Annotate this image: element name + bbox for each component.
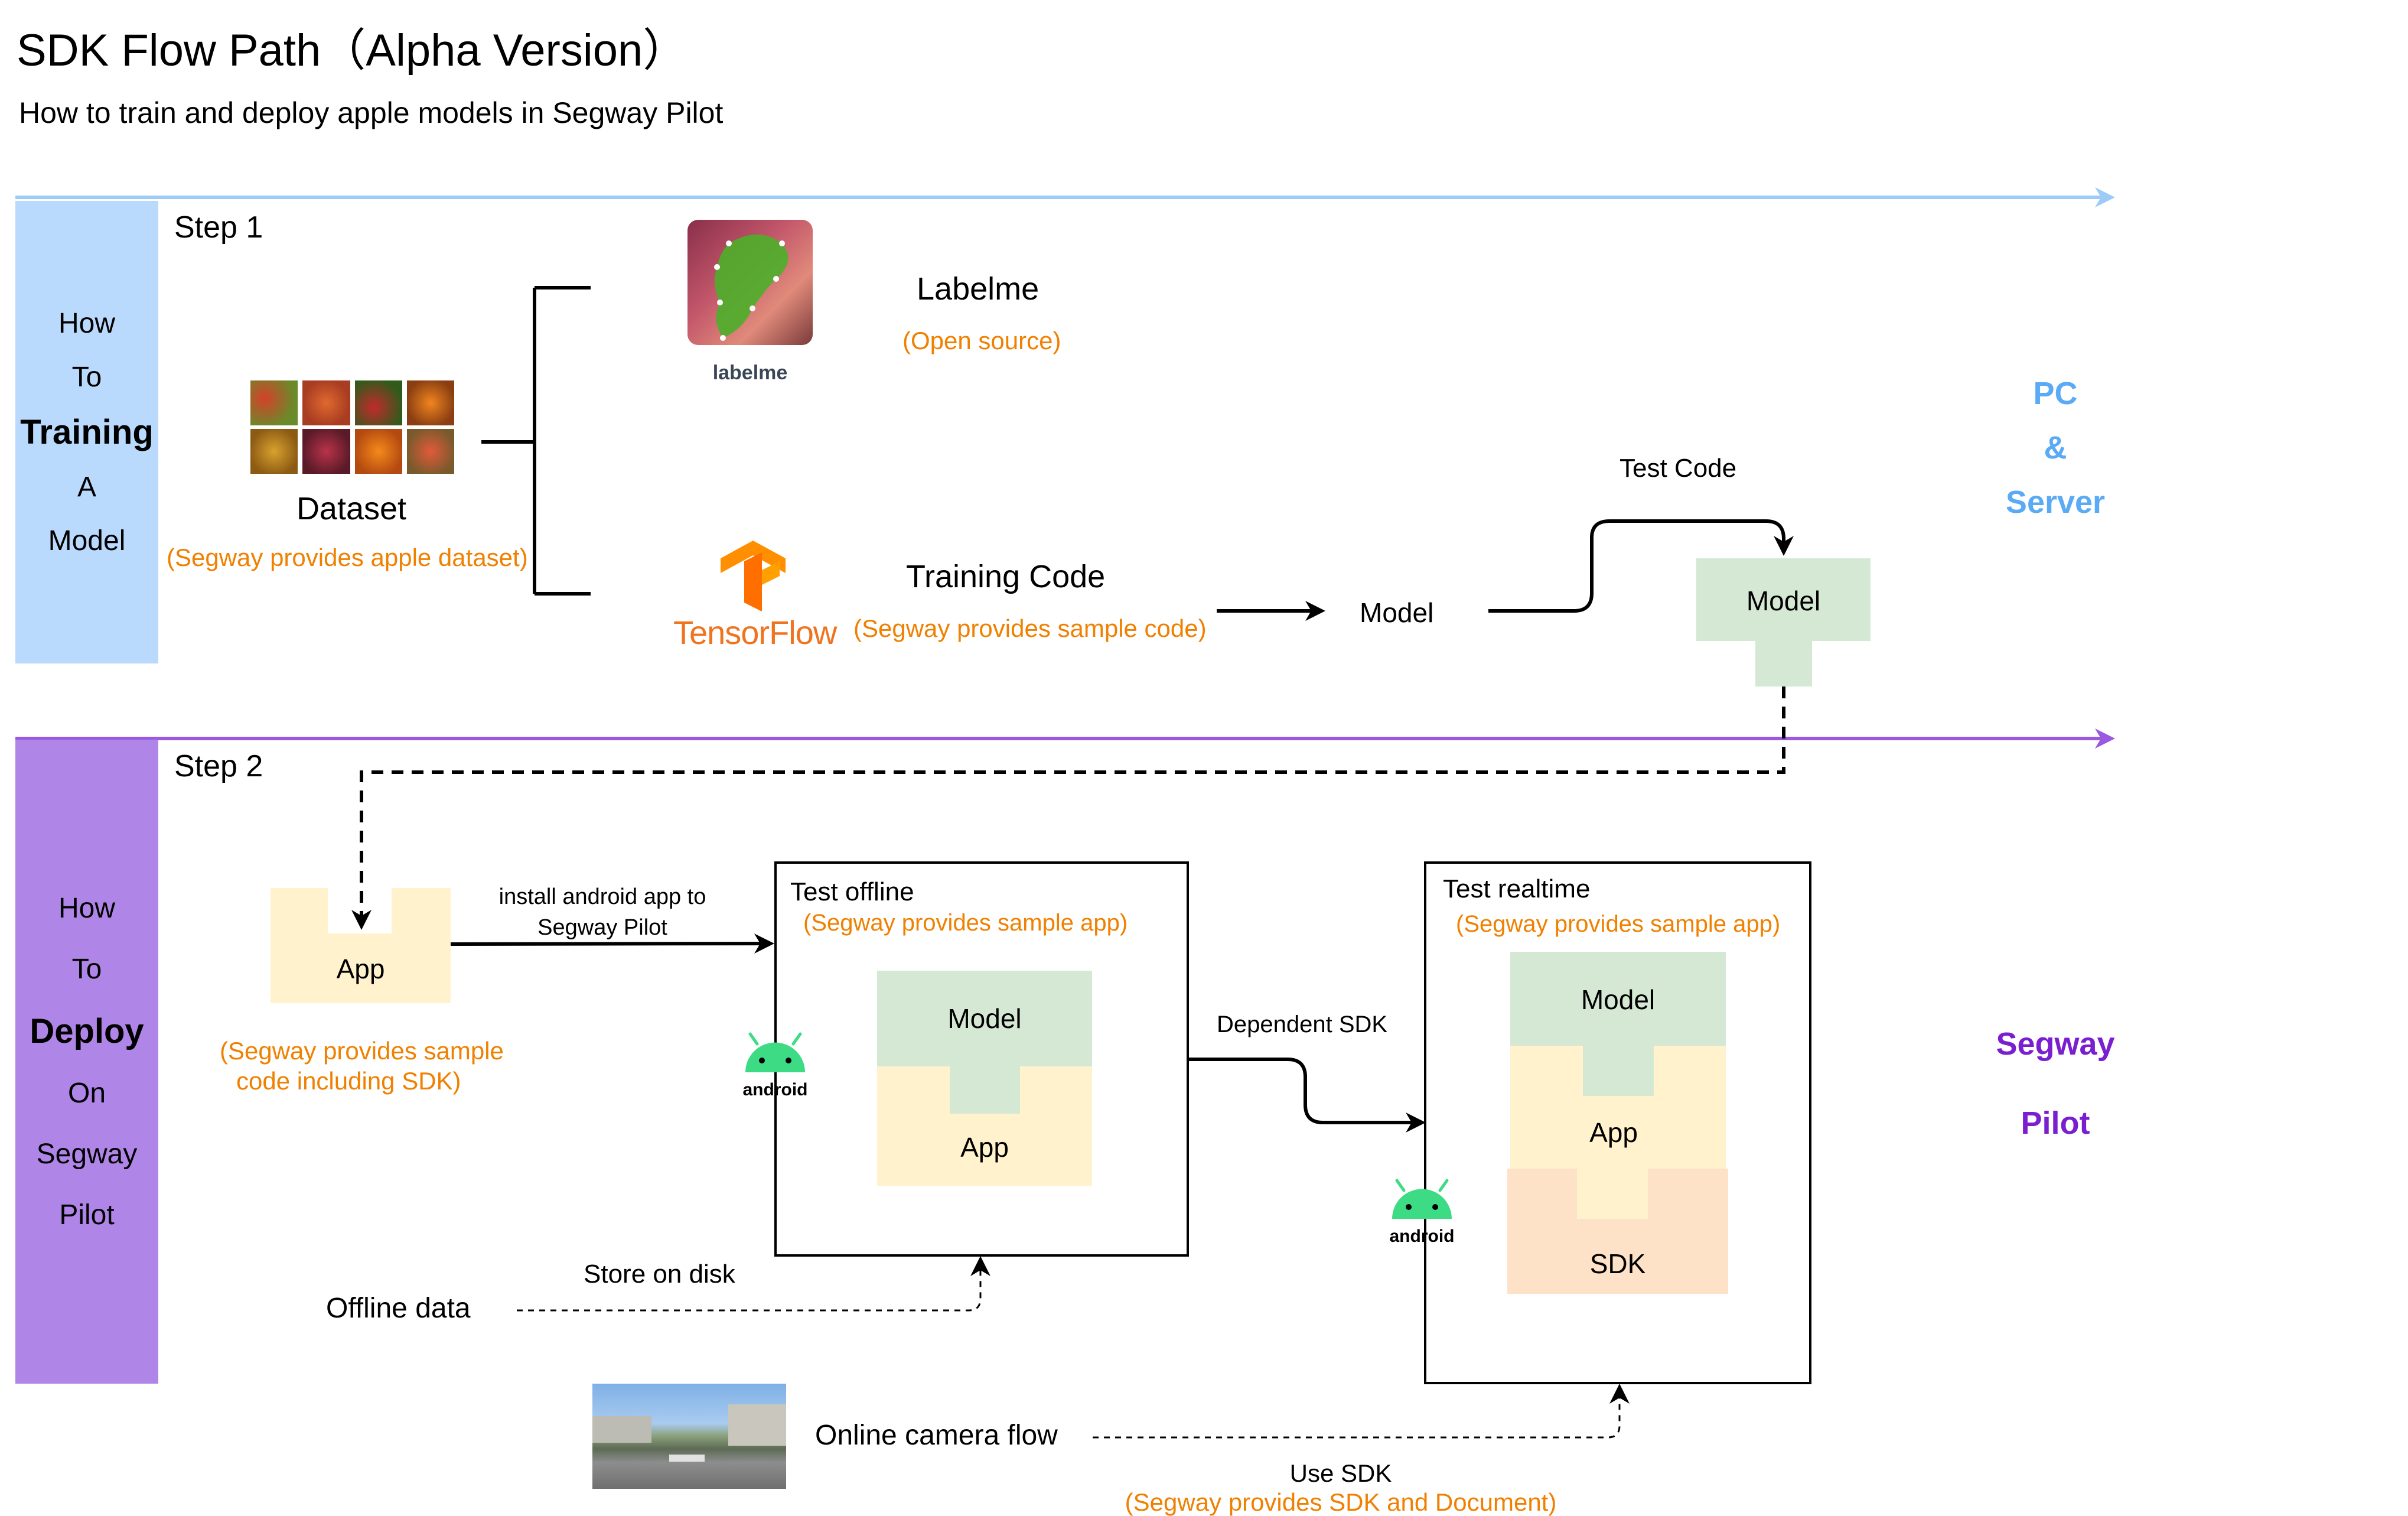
offline-model-label: Model — [947, 1003, 1022, 1034]
pc-model-box-label: Model — [1746, 585, 1821, 616]
dependent-sdk-arrow — [1188, 1058, 1426, 1133]
pc-model-shape — [1696, 558, 1871, 687]
pc-server-label: PC & Server — [1979, 366, 2132, 529]
online-camera-dashed — [1093, 1384, 1630, 1439]
offline-data-label: Offline data — [326, 1293, 471, 1324]
segway-pilot-label: Segway Pilot — [1979, 1004, 2132, 1163]
app-note-line2: code including SDK) — [236, 1067, 461, 1095]
training-sidebar-a: A — [77, 471, 96, 503]
labelme-note: (Open source) — [902, 327, 1061, 354]
segway-label: Segway — [1996, 1026, 2115, 1062]
model-text: Model — [1360, 597, 1434, 628]
app-note-line1: (Segway provides sample — [220, 1037, 504, 1065]
deploy-sidebar-to: To — [71, 954, 102, 985]
install-label: install android app to Segway Pilot — [467, 881, 738, 943]
test-code-label: Test Code — [1620, 454, 1737, 483]
training-sidebar-to: To — [71, 362, 102, 393]
server-label: Server — [2005, 484, 2106, 520]
model-to-testcode-arrow — [1488, 519, 1794, 613]
dataset-note: (Segway provides apple dataset) — [167, 544, 528, 571]
training-sidebar-training: Training — [20, 413, 154, 451]
test-offline-title: Test offline — [790, 877, 914, 906]
page-subtitle: How to train and deploy apple models in … — [19, 96, 724, 129]
deploy-sidebar: How To Deploy On Segway Pilot — [15, 740, 158, 1384]
install-label-line1: install android app to — [498, 884, 706, 909]
model-to-app-dashed — [351, 687, 1785, 930]
deploy-sidebar-deploy: Deploy — [30, 1012, 144, 1050]
offline-model-shape — [877, 971, 1092, 1114]
camera-street-image — [592, 1384, 786, 1489]
android-icon — [1392, 1179, 1452, 1219]
dataset-bracket — [481, 286, 591, 596]
test-realtime-frame — [1424, 861, 1811, 1384]
step2-label: Step 2 — [174, 749, 263, 783]
realtime-sdk-label: SDK — [1589, 1248, 1646, 1279]
deploy-app-shape — [271, 888, 451, 1003]
android-text-offline: android — [742, 1080, 808, 1099]
realtime-model-label: Model — [1581, 984, 1656, 1015]
training-code-note: (Segway provides sample code) — [853, 614, 1207, 642]
pilot-label: Pilot — [2021, 1105, 2090, 1141]
training-code-title: Training Code — [906, 559, 1106, 594]
use-sdk-label: Use SDK — [1289, 1459, 1392, 1487]
install-label-line2: Segway Pilot — [537, 915, 667, 940]
realtime-app-shape — [1510, 1046, 1726, 1219]
android-text-realtime: android — [1389, 1227, 1455, 1246]
test-offline-note: (Segway provides sample app) — [803, 910, 1128, 936]
labelme-logo — [687, 220, 813, 345]
labelme-logo-text: labelme — [712, 362, 788, 384]
tensorflow-logo-text: TensorFlow — [673, 614, 837, 651]
dataset-image — [250, 380, 454, 474]
realtime-sdk-shape — [1507, 1169, 1728, 1294]
test-realtime-title: Test realtime — [1443, 874, 1591, 903]
dataset-title: Dataset — [296, 491, 407, 526]
dependent-sdk-label: Dependent SDK — [1217, 1011, 1388, 1037]
training-sidebar: How To Training A Model — [15, 201, 158, 663]
deploy-app-label: App — [336, 954, 385, 984]
step1-label: Step 1 — [174, 210, 263, 245]
offline-app-shape — [877, 1066, 1092, 1186]
deploy-sidebar-segway: Segway — [36, 1138, 138, 1170]
page-title: SDK Flow Path（Alpha Version） — [17, 25, 688, 76]
store-on-disk-label: Store on disk — [584, 1260, 735, 1289]
labelme-title: Labelme — [917, 271, 1040, 307]
offline-app-label: App — [960, 1132, 1009, 1163]
deploy-sidebar-how: How — [58, 893, 116, 924]
pc-label: PC — [2033, 376, 2078, 411]
realtime-app-label: App — [1589, 1117, 1638, 1148]
offline-data-dashed — [517, 1256, 990, 1312]
use-sdk-note: (Segway provides SDK and Document) — [1125, 1488, 1557, 1516]
training-sidebar-how: How — [58, 308, 116, 339]
online-camera-label: Online camera flow — [815, 1420, 1058, 1451]
android-badge-realtime: android — [1385, 1177, 1459, 1248]
test-realtime-note: (Segway provides sample app) — [1456, 911, 1781, 937]
android-badge-offline: android — [738, 1031, 812, 1102]
tensorflow-logo — [715, 538, 791, 614]
deploy-sidebar-pilot: Pilot — [59, 1199, 115, 1231]
tensorflow-icon — [721, 541, 786, 611]
labelme-outline-icon — [714, 235, 788, 341]
training-sidebar-model: Model — [48, 525, 126, 557]
deploy-sidebar-on: On — [67, 1078, 106, 1109]
android-icon — [745, 1032, 805, 1072]
realtime-model-shape — [1510, 952, 1726, 1096]
ampersand-label: & — [2044, 430, 2067, 466]
